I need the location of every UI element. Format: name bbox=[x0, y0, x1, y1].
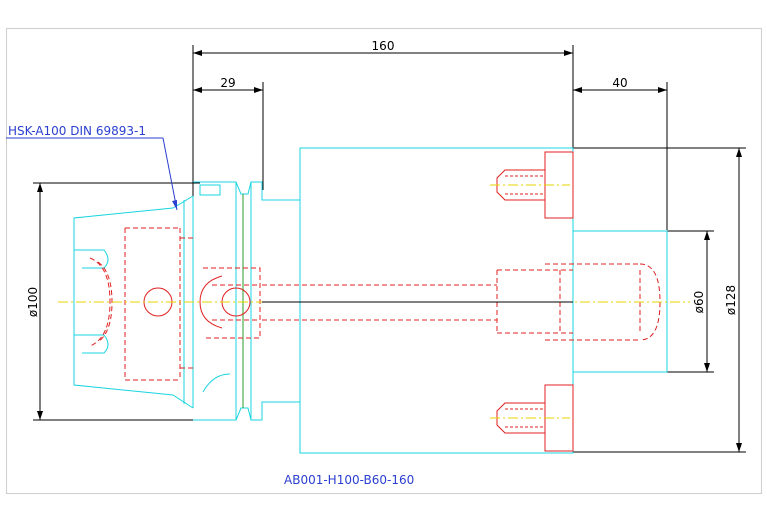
dimension-160-label: 160 bbox=[372, 39, 395, 53]
dimension-d100: ø100 bbox=[26, 182, 200, 421]
dimension-29: 29 bbox=[193, 76, 264, 190]
dimension-d60-label: ø60 bbox=[692, 291, 706, 314]
drawing-frame bbox=[6, 28, 762, 494]
dimension-d100-label: ø100 bbox=[26, 287, 40, 317]
flange-outline bbox=[193, 181, 300, 421]
dimension-29-label: 29 bbox=[220, 76, 235, 90]
dimension-d60: ø60 bbox=[667, 230, 714, 373]
dimension-d128-label: ø128 bbox=[724, 285, 738, 315]
hsk-callout-label: HSK-A100 DIN 69893-1 bbox=[8, 124, 146, 138]
screw-bottom bbox=[490, 384, 574, 452]
hsk-callout: HSK-A100 DIN 69893-1 bbox=[6, 124, 178, 211]
dimension-d128: ø128 bbox=[573, 147, 746, 453]
dimension-40-label: 40 bbox=[612, 76, 627, 90]
part-number-label: AB001-H100-B60-160 bbox=[284, 473, 414, 487]
hsk-shank-hidden bbox=[89, 227, 195, 381]
dimension-40: 40 bbox=[573, 76, 668, 230]
main-body-outline bbox=[299, 147, 668, 454]
screw-top bbox=[490, 151, 574, 219]
